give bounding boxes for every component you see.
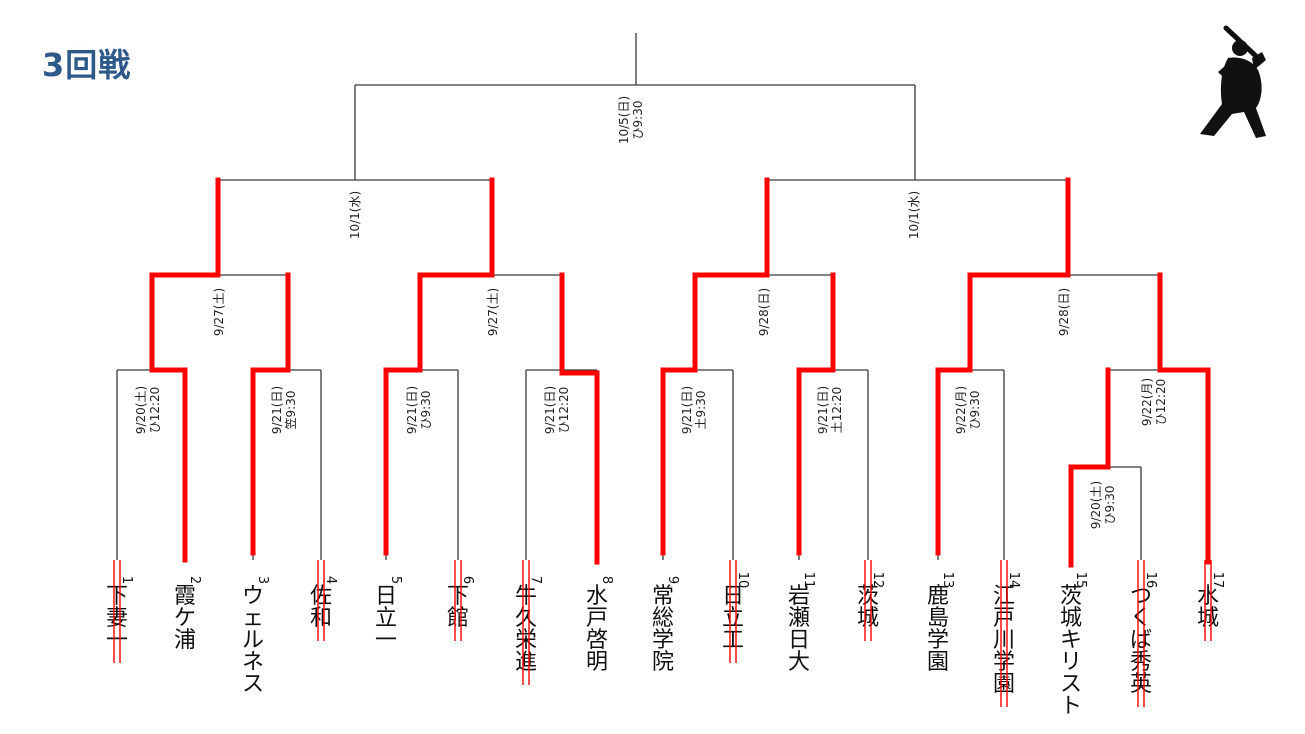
team-name: ウェルネス <box>242 584 264 697</box>
team-name: 岩瀬日大 <box>788 584 810 675</box>
winner-path-kashima-gakuen <box>935 177 1071 556</box>
team-seed-number: 14 <box>1006 572 1021 589</box>
team-seed-number: 7 <box>528 576 543 584</box>
team-seed-number: 3 <box>255 576 270 584</box>
date-match-1: 9/20(土)ひ12:20 <box>134 386 162 434</box>
team-seed-number: 11 <box>801 572 816 589</box>
team-name: 牛久栄進 <box>515 584 537 675</box>
date-match-9: 9/22(月)ひ12:20 <box>1140 378 1168 426</box>
match-dates: 10/5(日)ひ9:30 10/1(水) 10/1(水) 9/27(土) 9/2… <box>134 96 1168 529</box>
team-name: 水戸啓明 <box>586 584 608 675</box>
date-match-4: 9/21(日)ひ12:20 <box>543 386 571 434</box>
team-name: 下妻一 <box>106 584 128 653</box>
team-name: 茨城キリスト <box>1060 584 1082 719</box>
date-match-8: 9/20(土)ひ9:30 <box>1089 481 1117 529</box>
team-name: 霞ケ浦 <box>174 584 196 653</box>
team-seed-number: 6 <box>460 576 475 584</box>
date-match-7: 9/22(月)ひ9:30 <box>954 386 982 434</box>
team-seed-number: 13 <box>940 572 955 589</box>
winner-paths <box>149 177 1211 568</box>
team-name: 水城 <box>1197 584 1219 631</box>
team-name: 鹿島学園 <box>927 584 949 675</box>
winner-path-joso-gakuin <box>660 177 770 556</box>
date-quarter-4: 9/28(日) <box>1057 288 1071 336</box>
team-entry: 佐和4 <box>310 560 338 641</box>
team-name: 日立工 <box>722 584 744 653</box>
team-seed-number: 8 <box>599 576 614 584</box>
team-seed-number: 10 <box>735 572 750 589</box>
date-semi-1: 10/1(水) <box>348 191 362 239</box>
team-name: 日立一 <box>375 584 397 653</box>
date-final: 10/5(日)ひ9:30 <box>617 96 645 144</box>
winner-path-mito-keimei <box>559 272 600 565</box>
team-seed-number: 9 <box>665 576 680 584</box>
team-name: 佐和 <box>310 584 332 631</box>
team-entry: 下館6 <box>447 560 475 641</box>
team-seed-number: 16 <box>1143 572 1158 589</box>
winner-path-mizuki <box>1157 272 1211 565</box>
date-semi-2: 10/1(水) <box>907 191 921 239</box>
team-name: 江戸川学園 <box>993 584 1015 697</box>
winner-path-wellness <box>250 272 291 556</box>
team-seed-number: 5 <box>388 576 403 584</box>
date-quarter-1: 9/27(土) <box>212 288 226 336</box>
team-seed-number: 2 <box>187 576 202 584</box>
batter-silhouette-icon <box>1200 25 1266 138</box>
page-title: 3回戦 <box>42 46 132 84</box>
winner-path-kasumigaura <box>149 177 221 563</box>
date-quarter-2: 9/27(土) <box>486 288 500 336</box>
team-name: 下館 <box>447 584 469 631</box>
team-name: 常総学院 <box>652 584 674 675</box>
winner-path-iwase-nichidai <box>796 272 836 556</box>
team-seed-number: 1 <box>119 576 134 584</box>
team-seed-number: 12 <box>870 572 885 589</box>
date-match-3: 9/21(日)ひ9:30 <box>405 386 433 434</box>
date-match-6: 9/21(日)土12:20 <box>816 386 844 434</box>
team-seed-number: 17 <box>1210 572 1225 589</box>
team-seed-number: 15 <box>1073 572 1088 589</box>
date-quarter-3: 9/28(日) <box>757 288 771 336</box>
team-name: 茨城 <box>857 584 879 631</box>
winner-path-ibaraki-christ <box>1068 367 1111 568</box>
team-seed-number: 4 <box>323 576 338 584</box>
date-match-2: 9/21(日)笠9:30 <box>270 386 298 434</box>
team-name: つくば秀英 <box>1130 584 1152 697</box>
date-match-5: 9/21(日)土9:30 <box>680 386 708 434</box>
winner-path-hitachi-ichi <box>383 177 495 556</box>
